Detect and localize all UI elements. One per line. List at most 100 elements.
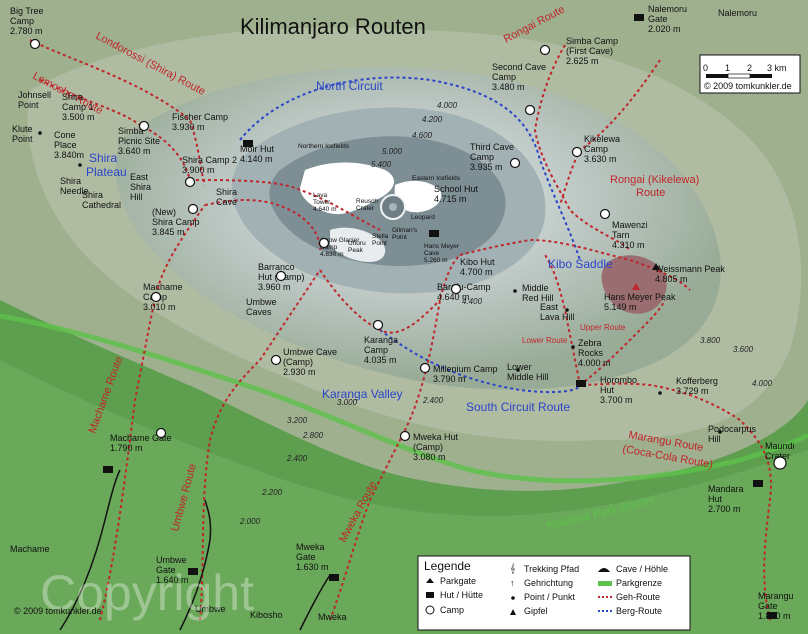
legend-col3: Cave / Höhle Parkgrenze Geh-Route Berg-R… (598, 564, 668, 616)
hut-icon (753, 480, 763, 487)
place-label-line: Mweka (318, 612, 347, 622)
place-label-line: Umbwe (195, 604, 226, 614)
place-label-line: Peak (348, 247, 364, 254)
shira-plateau-label1: Shira (89, 151, 117, 165)
point-icon (38, 131, 42, 135)
place-label-line: Umbwe (156, 555, 187, 565)
point-icon (513, 289, 517, 293)
karanga-valley-label: Karanga Valley (322, 387, 403, 401)
mawenzi (601, 255, 667, 314)
elev-label: 3.800 (700, 336, 721, 345)
place-label-line: 2.020 m (648, 24, 681, 34)
place-label-line: Barafu-Camp (437, 282, 491, 292)
legend-trekking: Trekking Pfad (524, 564, 579, 574)
camp-icon (275, 270, 287, 282)
legend-peak: Gipfel (524, 606, 548, 616)
upper-route-label: Upper Route (580, 323, 626, 332)
place-label-line: (First Cave) (566, 46, 613, 56)
place-label-line: Leopard (411, 214, 435, 221)
place-label-line: Eastern Icefields (412, 175, 461, 182)
place-label-line: Camp (10, 16, 34, 26)
place-label-line: Picnic Site (118, 136, 160, 146)
place-label-line: 1.630 m (296, 562, 329, 572)
place-label-line: Hill (130, 192, 143, 202)
scale-label-0: 0 (703, 63, 708, 73)
point-icon (78, 163, 82, 167)
place-label-line: Third Cave (470, 142, 514, 152)
legend-parkgate: Parkgate (440, 576, 476, 586)
northern-icefields (300, 162, 395, 215)
place-label-line: Cave (216, 197, 237, 207)
elev-label: 3.600 (733, 345, 754, 354)
camp-icon (372, 319, 384, 331)
place-label-line: Maundi (765, 441, 795, 451)
camp-icon (270, 354, 282, 366)
place-label-line: Point (18, 100, 39, 110)
camp-icon (571, 146, 583, 158)
place-label-line: 2.625 m (566, 56, 599, 66)
legend-cave: Cave / Höhle (616, 564, 668, 574)
place-label-line: 4.715 m (434, 194, 467, 204)
park-border-icon (598, 581, 612, 586)
place-label-line: Marangu (758, 591, 794, 601)
place-label-line: 4.640 m (437, 292, 470, 302)
point-icon (565, 308, 569, 312)
place-label-line: Shira (130, 182, 151, 192)
place-label-line: 3.790 m (433, 374, 466, 384)
place-label-line: Camp 1 (62, 102, 94, 112)
place-label-line: Point (12, 134, 33, 144)
lower-route-label: Lower Route (522, 336, 568, 345)
place-label-line: Shira (82, 190, 103, 200)
place-label-line: 3.630 m (584, 154, 617, 164)
place-label-line: Shira (60, 176, 81, 186)
legend-walk-route: Geh-Route (616, 592, 660, 602)
place-label: Machame (10, 544, 50, 554)
place-label-line: Shira Camp (152, 217, 200, 227)
legend-camp: Camp (440, 605, 464, 615)
place-label-line: Second Cave (492, 62, 546, 72)
point-icon (658, 391, 662, 395)
mountain-routes (239, 76, 581, 394)
place-label-line: 3.010 m (143, 302, 176, 312)
place-label: Simba Camp(First Cave)2.625 m (566, 36, 618, 66)
legend-hut: Hut / Hütte (440, 590, 483, 600)
place-label-line: 3.930 m (172, 122, 205, 132)
elev-label: 3.000 (337, 398, 358, 407)
eastern-icefields (394, 180, 442, 213)
place-label-line: 5.149 m (604, 302, 637, 312)
place-label-line: 3.500 m (62, 112, 95, 122)
legend-title: Legende (424, 559, 471, 573)
elev-label: 5.400 (371, 160, 392, 169)
camp-icon (138, 120, 150, 132)
point-icon (718, 430, 722, 434)
place-label: Leopard (411, 214, 435, 221)
place-label-line: 4.000 m (578, 358, 611, 368)
place-label-line: Camp (584, 144, 608, 154)
kibo-saddle-label: Kibo Saddle (548, 257, 613, 271)
place-label-line: (Camp) (283, 357, 313, 367)
place-label-line: Kibosho (250, 610, 283, 620)
camp-icon (539, 44, 551, 56)
place-label-line: Mweka Hut (413, 432, 459, 442)
place-label-line: Weissmann Peak (655, 264, 725, 274)
place-label-line: Lava (313, 192, 327, 199)
hut-icon (243, 140, 253, 147)
place-label-line: Point (372, 240, 387, 247)
camp-icon (419, 362, 431, 374)
place-label-line: Hans Meyer (424, 243, 460, 250)
place-label-line: Mawenzi (612, 220, 648, 230)
place-label-line: 4.140 m (240, 154, 273, 164)
place-label-line: Middle (522, 283, 549, 293)
place-label-line: Shira (216, 187, 237, 197)
